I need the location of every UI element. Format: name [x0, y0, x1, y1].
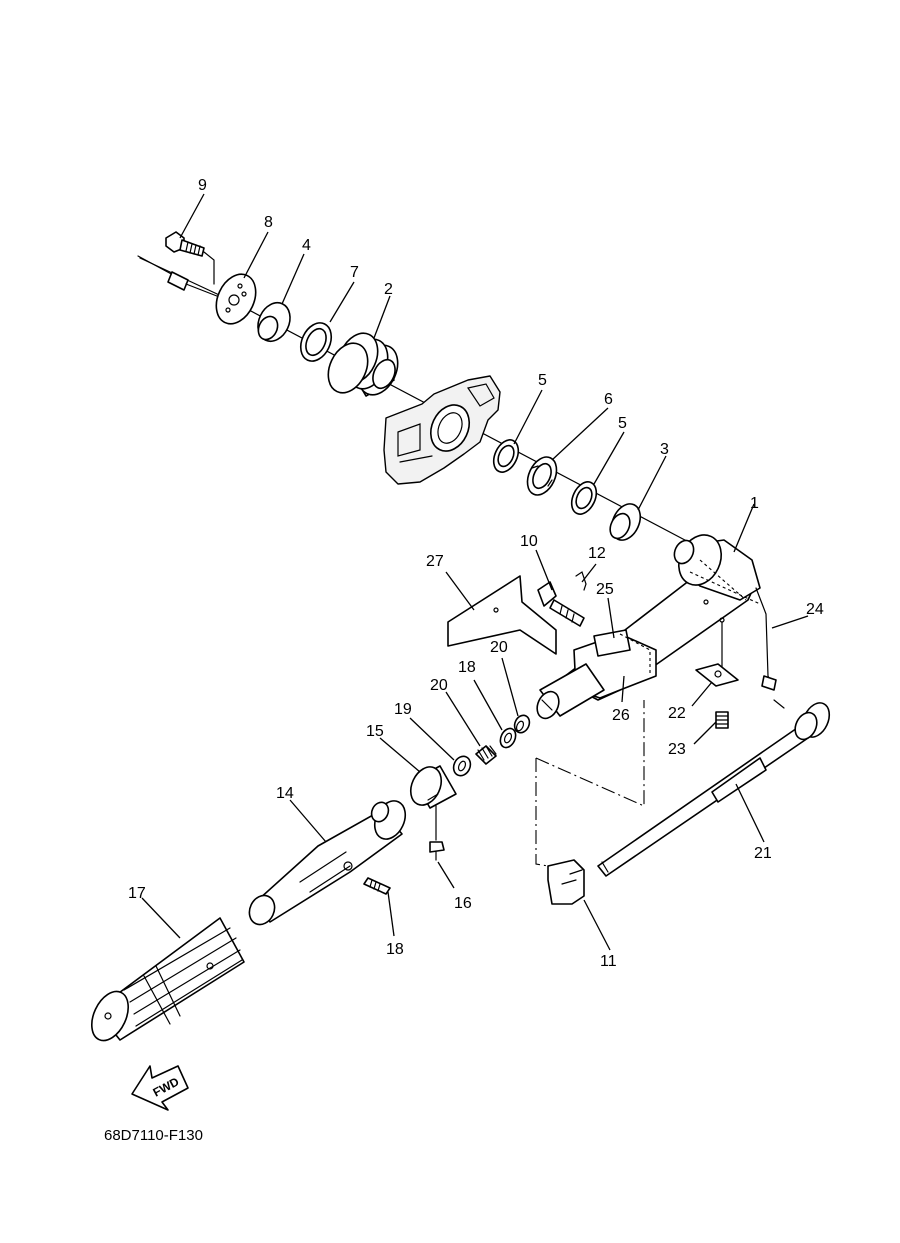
- callout-10: 10: [520, 533, 538, 550]
- part-5-washer-a: [492, 439, 520, 473]
- part-4-bushing: [257, 301, 291, 343]
- callout-21: 21: [754, 845, 772, 862]
- callout-25: 25: [596, 581, 614, 598]
- part-5-washer-b: [570, 481, 598, 515]
- tiller-shaft-end: [536, 629, 657, 720]
- part-23-screw: [715, 711, 729, 729]
- part-15-screw: [429, 805, 445, 861]
- part-18-washer-b: [452, 755, 472, 777]
- part-22-plate: [695, 663, 739, 687]
- part-20-collar: [513, 714, 531, 734]
- callout-6: 6: [604, 391, 613, 408]
- part-19-spring: [475, 745, 497, 765]
- fwd-arrow-icon: FWD: [131, 1065, 189, 1111]
- part-9-bolt: [165, 231, 205, 257]
- callout-9: 9: [198, 177, 207, 194]
- callout-1: 1: [750, 495, 759, 512]
- callout-27: 27: [426, 553, 444, 570]
- callout-17: 18: [386, 941, 404, 958]
- callout-8: 8: [264, 214, 273, 231]
- callout-26: 26: [612, 707, 630, 724]
- part-12-pin: [575, 571, 587, 591]
- callout-14: 15: [366, 723, 384, 740]
- callout-7: 7: [350, 264, 359, 281]
- callout-2: 2: [384, 281, 393, 298]
- part-11-clip: [547, 859, 585, 905]
- part-24-wire: [755, 587, 785, 709]
- callout-5-a: 5: [538, 372, 547, 389]
- callout-24: 24: [806, 601, 824, 618]
- phantom-line-a: [535, 758, 549, 867]
- part-13-throttle-shaft: [248, 800, 407, 926]
- part-14-friction-piece: [409, 765, 457, 809]
- callout-20: 20: [490, 639, 508, 656]
- callout-5-b: 5: [618, 415, 627, 432]
- part-3-bushing: [609, 503, 642, 541]
- callout-18-a: 18: [458, 659, 476, 676]
- callout-3: 3: [660, 441, 669, 458]
- callout-19: 20: [430, 677, 448, 694]
- callout-4: 4: [302, 237, 311, 254]
- callout-18-b: 19: [394, 701, 412, 718]
- callout-13: 14: [276, 785, 294, 802]
- callout-22: 22: [668, 705, 686, 722]
- part-2-grooved-bushing: [327, 332, 399, 397]
- part-6-spring-washer: [526, 456, 558, 496]
- callout-15: 16: [454, 895, 472, 912]
- part-17-screw: [363, 877, 391, 895]
- part-10-wing-bolt: [537, 581, 585, 627]
- part-18-washer-a: [499, 727, 517, 749]
- callout-23: 23: [668, 741, 686, 758]
- part-7-oring: [299, 322, 333, 362]
- callout-16: 17: [128, 885, 146, 902]
- leader-lines: [141, 193, 809, 951]
- callout-12: 12: [588, 545, 606, 562]
- part-16-grip: [91, 917, 245, 1042]
- bolt-leader: [203, 251, 215, 285]
- part-27-decal: [447, 575, 557, 655]
- mounting-bracket: [383, 375, 501, 485]
- callout-11: 11: [600, 953, 617, 970]
- part-21-rod: [597, 702, 831, 877]
- cable-end: [137, 255, 223, 299]
- drawing-code: 68D7110-F130: [104, 1127, 203, 1144]
- callout-labels: 9 8 4 7 2 5 6 5 3 1 10 12 25 27 24 26 22…: [128, 177, 824, 970]
- part-8-plate: [215, 273, 257, 325]
